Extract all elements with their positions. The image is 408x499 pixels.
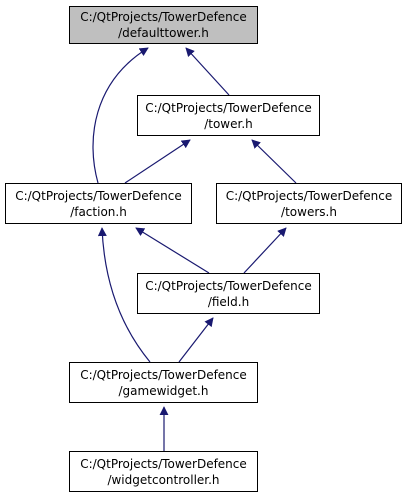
node-defaulttower: C:/QtProjects/TowerDefence /defaulttower… — [69, 6, 258, 44]
node-gamewidget[interactable]: C:/QtProjects/TowerDefence /gamewidget.h — [69, 362, 258, 403]
node-defaulttower-line1: C:/QtProjects/TowerDefence — [80, 10, 247, 24]
node-gamewidget-line1: C:/QtProjects/TowerDefence — [80, 367, 247, 382]
edge-field-to-towers — [243, 227, 287, 274]
node-tower-line2: /tower.h — [204, 116, 253, 131]
node-field[interactable]: C:/QtProjects/TowerDefence /field.h — [137, 273, 320, 314]
node-widgetcontroller[interactable]: C:/QtProjects/TowerDefence /widgetcontro… — [69, 451, 258, 492]
edge-gamewidget-to-faction — [97, 227, 151, 363]
node-faction-line1: C:/QtProjects/TowerDefence — [15, 188, 182, 203]
edge-faction-to-defaulttower — [92, 47, 149, 184]
node-towers-line1: C:/QtProjects/TowerDefence — [225, 188, 393, 203]
node-field-line1: C:/QtProjects/TowerDefence — [145, 278, 312, 293]
edge-faction-to-tower — [124, 139, 191, 184]
edge-towers-to-tower — [251, 139, 297, 184]
node-widgetcontroller-line1: C:/QtProjects/TowerDefence — [80, 456, 247, 471]
node-gamewidget-line2: /gamewidget.h — [118, 383, 209, 398]
node-tower[interactable]: C:/QtProjects/TowerDefence /tower.h — [137, 95, 320, 136]
node-defaulttower-line2: /defaulttower.h — [118, 26, 209, 40]
edge-tower-to-defaulttower — [185, 47, 230, 96]
node-faction[interactable]: C:/QtProjects/TowerDefence /faction.h — [5, 183, 192, 224]
node-widgetcontroller-line2: /widgetcontroller.h — [107, 472, 220, 487]
edge-field-to-faction — [135, 227, 210, 274]
node-towers[interactable]: C:/QtProjects/TowerDefence /towers.h — [216, 183, 402, 224]
node-tower-line1: C:/QtProjects/TowerDefence — [145, 100, 312, 115]
node-faction-line2: /faction.h — [70, 204, 127, 219]
node-field-line2: /field.h — [207, 294, 250, 309]
node-towers-line2: /towers.h — [281, 204, 337, 219]
edge-gamewidget-to-field — [178, 317, 214, 363]
